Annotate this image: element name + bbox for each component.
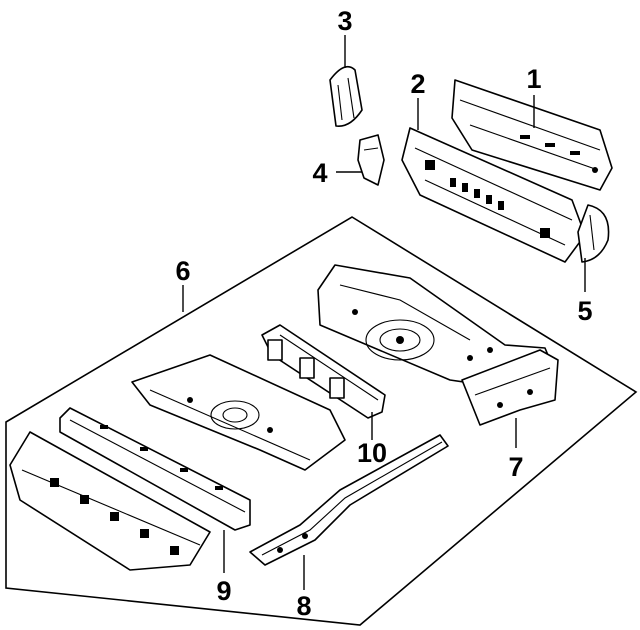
callout-1: 1 bbox=[526, 64, 541, 94]
callout-8: 8 bbox=[296, 591, 311, 621]
part-4-small-bracket[interactable] bbox=[357, 134, 385, 186]
callout-5: 5 bbox=[577, 296, 592, 326]
part-2-rear-panel[interactable] bbox=[401, 127, 586, 263]
part-front-floor[interactable] bbox=[9, 431, 211, 571]
callout-10: 10 bbox=[357, 438, 387, 468]
callout-9: 9 bbox=[216, 576, 231, 606]
part-floor-pan-center[interactable] bbox=[131, 354, 346, 471]
part-1-rear-panel-upper[interactable] bbox=[451, 79, 613, 191]
part-9-front-cross-member[interactable] bbox=[59, 407, 251, 531]
callout-4: 4 bbox=[312, 158, 327, 188]
part-3-bracket[interactable] bbox=[329, 65, 363, 127]
part-8-side-member[interactable] bbox=[249, 434, 449, 566]
part-5-side-bracket[interactable] bbox=[577, 204, 610, 263]
callout-labels: 1 2 3 4 5 6 7 8 9 10 bbox=[175, 6, 592, 621]
part-10-cross-member[interactable] bbox=[261, 324, 386, 419]
part-7-side-panel[interactable] bbox=[461, 349, 559, 426]
floor-assembly-outline bbox=[5, 216, 638, 626]
callout-6: 6 bbox=[175, 256, 190, 286]
callout-7: 7 bbox=[508, 452, 523, 482]
callout-3: 3 bbox=[337, 6, 352, 36]
leader-lines bbox=[182, 35, 586, 590]
callout-2: 2 bbox=[410, 69, 425, 99]
